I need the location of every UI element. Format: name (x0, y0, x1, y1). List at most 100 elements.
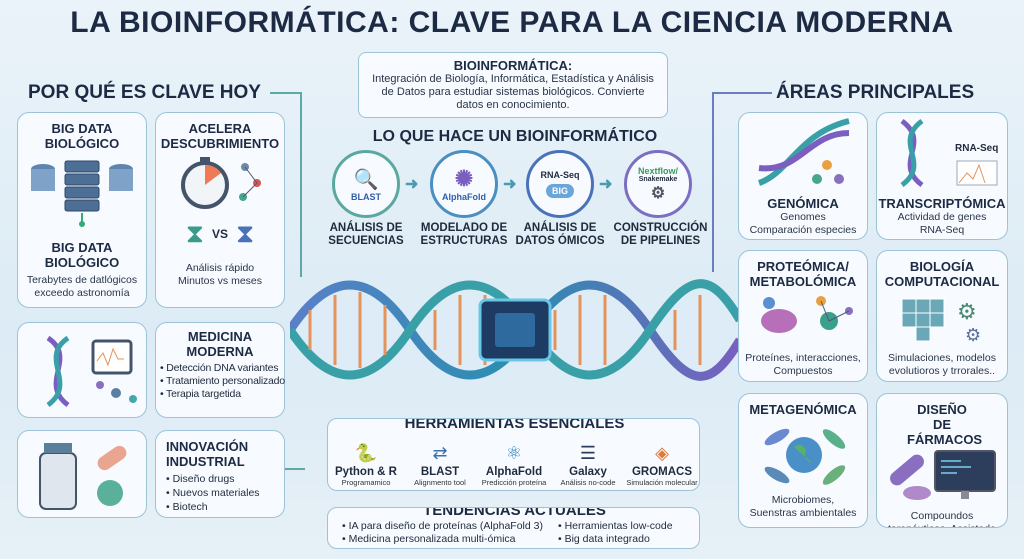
tool-name: GROMACS (631, 466, 693, 478)
cloud-icon: BIG (545, 184, 574, 198)
area-desc: Genomes Comparación especies (749, 211, 857, 236)
svg-text:⚙: ⚙ (965, 325, 981, 345)
tool-name: AlphaFold (485, 466, 543, 478)
card-acelera: ACELERA DESCUBRIMIENTO ⧗ VS ⧗ Análisis r… (155, 112, 285, 308)
dna-magnifier-icon: 🔍 (353, 168, 379, 191)
area-title: DISEÑO DE FÁRMACOS (907, 402, 983, 447)
trend-item: Big data integrado (558, 533, 673, 546)
connector-line (285, 468, 305, 470)
area-title: TRANSCRIPTÓMICA (878, 196, 1006, 211)
connector-line (300, 92, 302, 277)
arrow-icon: ➜ (405, 176, 419, 193)
galaxy-icon: ☰ (579, 443, 597, 463)
step-circle-blast: 🔍 BLAST (332, 150, 400, 218)
hourglass-icon: ⧗ (185, 218, 204, 248)
area-card-proteomica: PROTEÓMICA/ METABOLÓMICA Proteínes, inte… (738, 250, 868, 382)
dna-rnaseq-icon (900, 118, 998, 188)
server-icon (31, 160, 133, 227)
python-r-icon: 🐍 (354, 443, 378, 463)
gear-icon: ⚙ (650, 184, 666, 202)
rnaseq-tag: RNA-Seq (955, 143, 999, 154)
page-title: LA BIOINFORMÁTICA: CLAVE PARA LA CIENCIA… (70, 6, 954, 39)
step-icon-label: Snakemake (638, 175, 678, 183)
vs-label: VS (211, 227, 228, 241)
step-icon-label: Nextflow/ (637, 165, 678, 176)
dna-monitor-icon (46, 335, 137, 408)
step-icon-label: AlphaFold (442, 192, 486, 202)
protein-icon: ✺ (454, 166, 474, 191)
area-card-biologia-computacional: BIOLOGÍA COMPUTACIONAL ⚙⚙ Simulaciones, … (876, 250, 1008, 382)
stopwatch-icon (181, 157, 261, 209)
area-title: BIOLOGÍA COMPUTACIONAL (884, 259, 1000, 289)
card-subtitle: BIG DATA BIOLÓGICO (44, 240, 120, 270)
step-circle-alphafold: ✺ AlphaFold (430, 150, 498, 218)
trends-heading: TENDENCIAS ACTUALES (423, 507, 606, 519)
card-big-data: BIG DATA BIOLÓGICO BIG DATA BIOLÓGICO Te… (17, 112, 147, 308)
card-dna-illustration (17, 322, 147, 418)
area-card-genomica: GENÓMICA Genomes Comparación especies (738, 112, 868, 240)
step-label: CONSTRUCCIÓN DE PIPELINES (613, 222, 708, 247)
svg-text:⚙: ⚙ (957, 299, 977, 324)
definition-title: BIOINFORMÁTICA: (453, 58, 573, 73)
dna-people-icon (757, 118, 850, 186)
trend-item: IA para diseño de proteínas (AlphaFold 3… (342, 520, 543, 533)
step-icon-label: BLAST (351, 191, 381, 202)
hourglass-icon: ⧗ (236, 218, 255, 248)
card-title: MEDICINA MODERNA (186, 329, 254, 359)
blast-icon: ⇄ (432, 443, 448, 463)
trend-item: Medicina personalizada multi-ómica (342, 533, 543, 546)
arrow-icon: ➜ (599, 176, 613, 193)
molecule-icon (761, 296, 853, 333)
card-innovacion: INNOVACIÓN INDUSTRIAL Diseño drugs Nuevo… (155, 430, 285, 518)
area-desc: Compoundos terapéuticos, Assistada compu… (888, 510, 996, 527)
tools-heading: HERRAMIENTAS ESENCIALES (404, 418, 625, 432)
grid-gears-icon: ⚙⚙ (901, 298, 981, 345)
tool-name: Galaxy (569, 466, 607, 478)
right-heading: ÁREAS PRINCIPALES (776, 82, 975, 103)
definition-box: BIOINFORMÁTICA: Integración de Biología,… (358, 52, 668, 118)
bullet-item: Terapia targetida (160, 388, 284, 401)
tool-desc: Alignmento tool (414, 478, 466, 487)
connector-line (270, 92, 300, 94)
step-circle-pipelines: Nextflow/ Snakemake ⚙ (624, 150, 692, 218)
card-medicina: MEDICINA MODERNA Detección DNA variantes… (155, 322, 285, 418)
step-icon-label: RNA-Seq (540, 170, 580, 180)
gromacs-icon: ◈ (655, 443, 669, 463)
dna-chip-illustration (290, 250, 740, 405)
definition-text: Integración de Biología, Informática, Es… (372, 73, 654, 111)
left-heading: POR QUÉ ES CLAVE HOY (28, 82, 261, 103)
bullet-item: Detección DNA variantes (160, 362, 284, 375)
tool-desc: Análisis no-code (560, 478, 616, 487)
tool-desc: Programamico (341, 478, 391, 487)
trend-item: Herramientas low-code (558, 520, 673, 533)
trends-box: TENDENCIAS ACTUALES IA para diseño de pr… (327, 507, 700, 549)
tool-desc: Predicción proteína (481, 478, 547, 487)
card-drug-illustration (17, 430, 147, 518)
connector-line (712, 92, 714, 272)
bullet-item: Diseño drugs (166, 472, 284, 486)
area-card-metagenomica: METAGENÓMICA Microbiomes, Suenstras ambi… (738, 393, 868, 528)
area-title: GENÓMICA (767, 196, 839, 211)
pill-computer-icon (890, 450, 996, 500)
bullet-item: Tratamiento personalizado (160, 375, 285, 388)
pill-bottle-icon (39, 443, 127, 510)
area-desc: Simulaciones, modelos evolutioros y trro… (888, 352, 996, 377)
step-label: ANÁLISIS DE SECUENCIAS (328, 222, 404, 247)
card-title: BIG DATA BIOLÓGICO (44, 121, 120, 151)
area-desc: Microbiomes, Suenstras ambientales (749, 494, 857, 519)
card-desc: Terabytes de datlógicos exceedo astronom… (26, 274, 138, 299)
area-card-diseno-farmacos: DISEÑO DE FÁRMACOS Compoundos terapéutic… (876, 393, 1008, 528)
connector-line (712, 92, 772, 94)
area-desc: Proteínes, interacciones, Compuestos (745, 352, 861, 377)
area-desc: Actividad de genes RNA-Seq (897, 211, 987, 236)
atom-icon: ⚛ (505, 443, 523, 463)
tool-desc: Simulación molecular (626, 478, 698, 487)
card-title: ACELERA DESCUBRIMIENTO (160, 121, 280, 151)
tool-name: BLAST (420, 466, 460, 478)
step-label: ANÁLISIS DE DATOS ÓMICOS (515, 222, 605, 247)
globe-microbes-icon (764, 428, 846, 485)
